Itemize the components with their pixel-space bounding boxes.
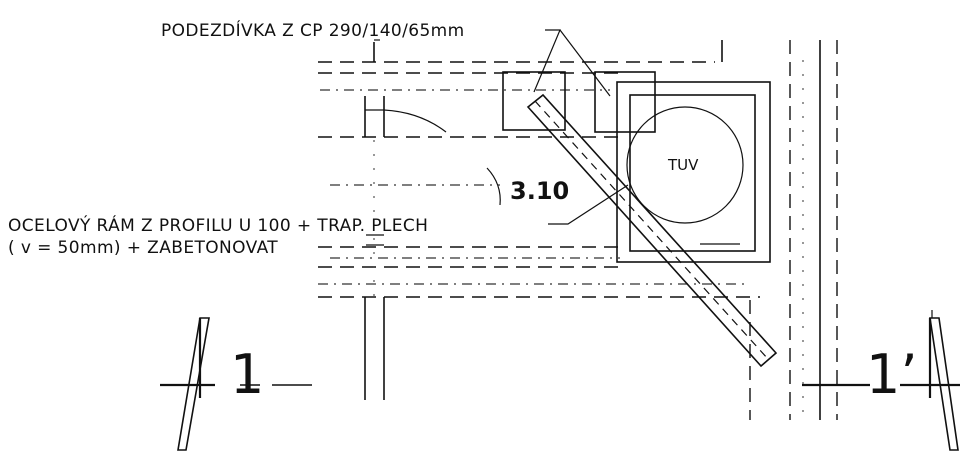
frame-label-line1: OCELOVÝ RÁM Z PROFILU U 100 + TRAP. PLEC… — [8, 214, 428, 236]
frame-label-line2: ( v = 50mm) + ZABETONOVAT — [8, 238, 278, 258]
section-marker-right — [802, 310, 960, 451]
support-blocks — [502, 71, 656, 133]
room-number: 3.10 — [510, 177, 569, 205]
section-label-right: 1’ — [866, 343, 918, 406]
door-swing-arc — [383, 109, 447, 133]
tank-label: TUV — [667, 156, 699, 174]
section-label-left: 1 — [230, 343, 264, 406]
diagonal-ramp — [526, 93, 778, 368]
ramp-label: PODEZDÍVKA Z CP 290/140/65mm — [161, 19, 465, 41]
wall-lines-horizontal — [318, 61, 760, 298]
section-marker-left — [160, 317, 312, 451]
tank-circle — [626, 106, 744, 224]
wall-lines-vertical — [364, 40, 838, 420]
leader-lines — [366, 29, 629, 246]
